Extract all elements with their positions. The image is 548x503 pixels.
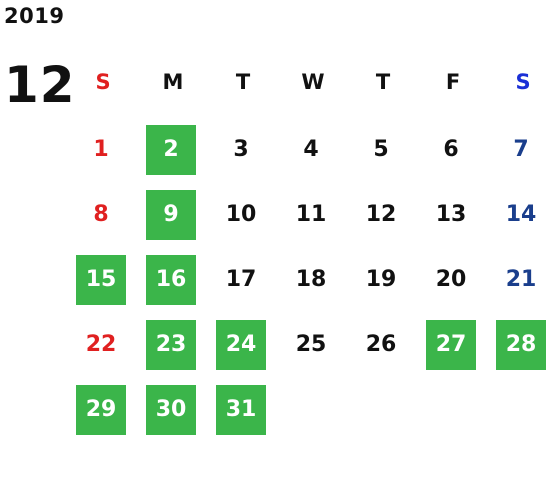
calendar-day-cell[interactable]: 20 bbox=[418, 250, 488, 315]
calendar-day[interactable]: 25 bbox=[295, 332, 327, 357]
calendar-day-cell[interactable]: 7 bbox=[488, 120, 548, 185]
calendar-day-cell[interactable]: 10 bbox=[208, 185, 278, 250]
calendar-day[interactable]: 5 bbox=[373, 137, 389, 162]
calendar-day[interactable]: 31 bbox=[216, 385, 266, 435]
calendar-day-cell[interactable]: 16 bbox=[138, 250, 208, 315]
calendar-day-cell[interactable]: 5 bbox=[348, 120, 418, 185]
calendar-day[interactable]: 26 bbox=[365, 332, 397, 357]
calendar-day[interactable]: 18 bbox=[295, 267, 327, 292]
calendar-day[interactable]: 4 bbox=[303, 137, 319, 162]
calendar-day[interactable]: 24 bbox=[216, 320, 266, 370]
calendar-day-cell[interactable]: 12 bbox=[348, 185, 418, 250]
calendar-day-cell[interactable]: 2 bbox=[138, 120, 208, 185]
calendar-day-cell[interactable]: 11 bbox=[278, 185, 348, 250]
calendar-day[interactable]: 29 bbox=[76, 385, 126, 435]
calendar-day-cell[interactable]: 31 bbox=[208, 380, 278, 445]
calendar-day-cell[interactable]: 6 bbox=[418, 120, 488, 185]
calendar-day-cell[interactable]: 27 bbox=[418, 315, 488, 380]
calendar-day-cell[interactable]: 28 bbox=[488, 315, 548, 380]
weekday-header-wed: W bbox=[301, 70, 325, 94]
calendar-day[interactable]: 16 bbox=[146, 255, 196, 305]
calendar-day[interactable]: 23 bbox=[146, 320, 196, 370]
calendar-day[interactable]: 21 bbox=[505, 267, 537, 292]
calendar-day[interactable]: 11 bbox=[295, 202, 327, 227]
weekday-header-mon: M bbox=[162, 70, 184, 94]
calendar-day[interactable]: 9 bbox=[146, 190, 196, 240]
calendar-day-cell[interactable]: 15 bbox=[68, 250, 138, 315]
calendar-day[interactable]: 12 bbox=[365, 202, 397, 227]
calendar-day[interactable]: 8 bbox=[93, 202, 109, 227]
calendar-day-cell[interactable]: 29 bbox=[68, 380, 138, 445]
calendar-day[interactable]: 6 bbox=[443, 137, 459, 162]
calendar-day[interactable]: 30 bbox=[146, 385, 196, 435]
calendar-day-cell[interactable]: 13 bbox=[418, 185, 488, 250]
calendar-year: 2019 bbox=[4, 4, 65, 28]
calendar-day-cell[interactable]: 17 bbox=[208, 250, 278, 315]
calendar-day[interactable]: 14 bbox=[505, 202, 537, 227]
calendar-day-cell[interactable]: 3 bbox=[208, 120, 278, 185]
weekday-header-thu: T bbox=[375, 70, 391, 94]
calendar-day[interactable]: 13 bbox=[435, 202, 467, 227]
weekday-header-tue: T bbox=[235, 70, 251, 94]
calendar-day[interactable]: 10 bbox=[225, 202, 257, 227]
calendar-day-cell[interactable]: 1 bbox=[68, 120, 138, 185]
calendar-day[interactable]: 28 bbox=[496, 320, 546, 370]
calendar-day-cell[interactable]: 26 bbox=[348, 315, 418, 380]
calendar-day-cell[interactable]: 23 bbox=[138, 315, 208, 380]
calendar-day-cell[interactable]: 21 bbox=[488, 250, 548, 315]
calendar-day-cell[interactable]: 18 bbox=[278, 250, 348, 315]
calendar-day[interactable]: 22 bbox=[85, 332, 117, 357]
calendar-day[interactable]: 20 bbox=[435, 267, 467, 292]
calendar-day[interactable]: 7 bbox=[513, 137, 529, 162]
calendar-day-cell[interactable]: 24 bbox=[208, 315, 278, 380]
calendar-day[interactable]: 15 bbox=[76, 255, 126, 305]
calendar-day[interactable]: 27 bbox=[426, 320, 476, 370]
calendar-day[interactable]: 19 bbox=[365, 267, 397, 292]
calendar-day[interactable]: 2 bbox=[146, 125, 196, 175]
calendar-day-cell[interactable]: 9 bbox=[138, 185, 208, 250]
weekday-header-fri: F bbox=[445, 70, 461, 94]
calendar-day-cell[interactable]: 25 bbox=[278, 315, 348, 380]
calendar-day-cell[interactable]: 8 bbox=[68, 185, 138, 250]
calendar-day-cell[interactable]: 30 bbox=[138, 380, 208, 445]
calendar-day-cell[interactable]: 4 bbox=[278, 120, 348, 185]
calendar-day[interactable]: 1 bbox=[93, 137, 109, 162]
calendar-day[interactable]: 17 bbox=[225, 267, 257, 292]
calendar-day-cell[interactable]: 14 bbox=[488, 185, 548, 250]
weekday-header-sun: S bbox=[95, 70, 111, 94]
calendar-day[interactable]: 3 bbox=[233, 137, 249, 162]
weekday-header-row: S M T W T F S bbox=[68, 62, 548, 102]
weekday-header-sat: S bbox=[515, 70, 531, 94]
calendar-day-cell[interactable]: 19 bbox=[348, 250, 418, 315]
calendar-month: 12 bbox=[4, 56, 76, 114]
calendar-day-cell[interactable]: 22 bbox=[68, 315, 138, 380]
